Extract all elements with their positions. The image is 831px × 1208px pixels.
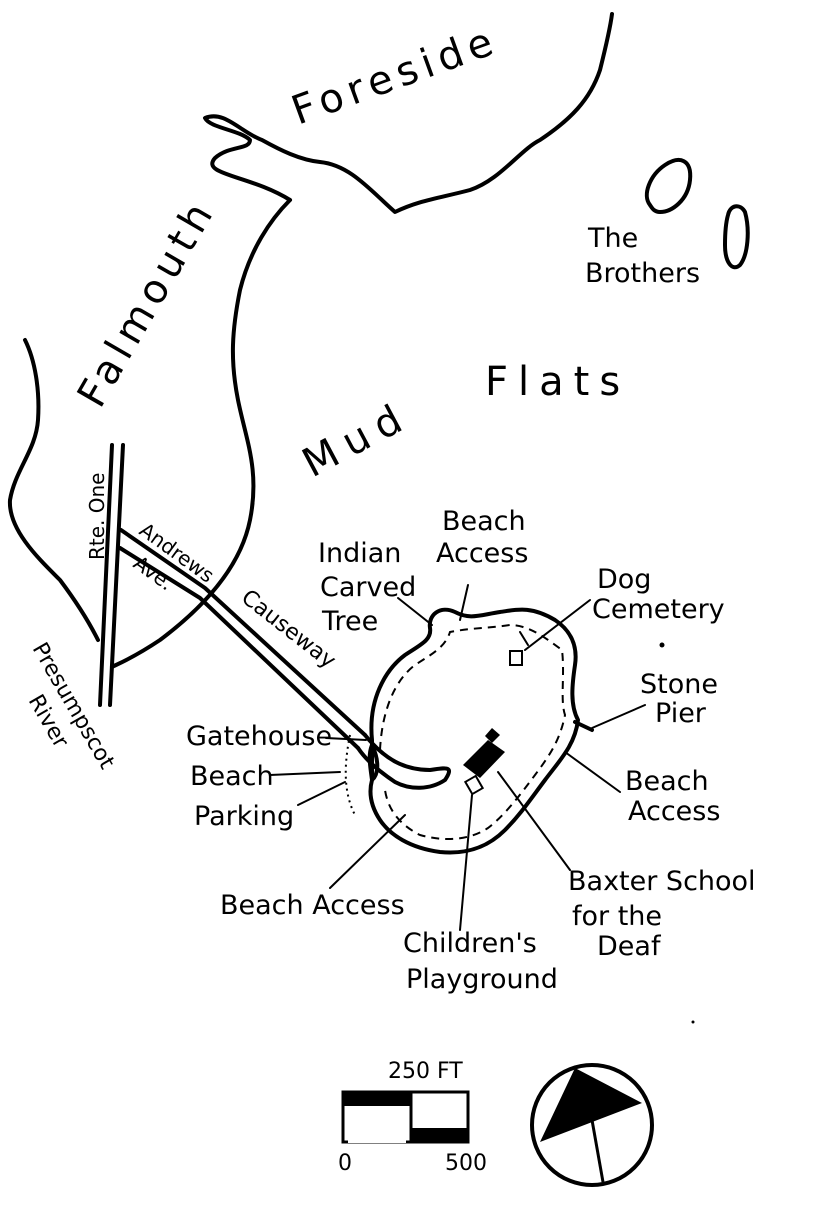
- parking-cove: [367, 743, 380, 782]
- island-trail: [379, 623, 567, 840]
- scale-bar-black-upper: [343, 1092, 411, 1106]
- leader-beach-access-north: [459, 584, 469, 621]
- label-mud: Mud: [295, 392, 418, 487]
- island-shoreline: [368, 607, 580, 855]
- label-flats: Flats: [485, 359, 630, 405]
- label-falmouth: Falmouth: [69, 190, 225, 415]
- label-indian-tree-3: Tree: [321, 606, 378, 637]
- label-dog-cemetery-1: Dog: [597, 564, 651, 595]
- route-one-west-edge: [98, 443, 114, 707]
- dog-cemetery-fence: [519, 631, 529, 646]
- route-one-east-edge: [108, 443, 125, 707]
- label-playground-1: Children's: [403, 928, 537, 959]
- label-stone-pier-2: Pier: [655, 698, 707, 729]
- stone-pier: [573, 720, 594, 732]
- playground-marker: [463, 774, 485, 796]
- label-gatehouse: Gatehouse: [186, 721, 332, 752]
- leader-stone-pier: [591, 704, 646, 729]
- scale-bar: 250 FT 0 500: [338, 1059, 487, 1176]
- label-brothers: Brothers: [585, 258, 700, 289]
- brothers-island-east: [723, 204, 750, 270]
- baxter-school-annex: [485, 728, 500, 743]
- foreside-shoreline: [203, 12, 614, 214]
- falmouth-east-shoreline: [110, 198, 292, 669]
- label-indian-tree-1: Indian: [318, 538, 401, 569]
- label-foreside: Foreside: [286, 17, 505, 134]
- brothers-island-west: [644, 158, 693, 214]
- leader-gatehouse: [325, 737, 367, 741]
- causeway-spit: [356, 733, 451, 790]
- compass-stem: [590, 1119, 605, 1183]
- label-beach-access-north-1: Beach: [442, 506, 526, 537]
- label-baxter-1: Baxter School: [568, 866, 756, 897]
- scale-bar-gap-right: [414, 1094, 464, 1127]
- label-beach-access-south: Beach Access: [220, 890, 405, 921]
- leader-beach-access-east: [564, 751, 621, 793]
- scale-bar-gap: [348, 1107, 406, 1143]
- scale-label-max: 500: [445, 1151, 487, 1176]
- falmouth-west-shoreline: [7, 338, 100, 642]
- compass-arrow-icon: [540, 1068, 642, 1142]
- stray-dot: [691, 1020, 695, 1024]
- leader-playground: [459, 794, 473, 931]
- scale-label-zero: 0: [338, 1151, 352, 1176]
- causeway-south-edge: [118, 546, 360, 750]
- label-indian-tree-2: Carved: [320, 572, 416, 603]
- label-beach-parking-1: Beach: [190, 761, 274, 792]
- label-beach-access-east-2: Access: [628, 796, 720, 827]
- leader-baxter-school: [497, 771, 571, 871]
- label-rte-one: Rte. One: [85, 473, 109, 560]
- beach-dotted-line: [344, 734, 356, 816]
- dog-cemetery-marker: [509, 650, 523, 666]
- label-baxter-2: for the: [572, 901, 662, 932]
- leader-beach: [269, 771, 341, 776]
- scale-label-unit: 250 FT: [388, 1059, 463, 1084]
- compass: [530, 1063, 654, 1187]
- leader-parking: [297, 781, 346, 806]
- leader-dog-cemetery: [524, 599, 591, 651]
- dot-marker: [659, 642, 665, 648]
- compass-circle: [530, 1063, 654, 1187]
- label-dog-cemetery-2: Cemetery: [592, 594, 725, 625]
- causeway-north-edge: [119, 528, 367, 737]
- label-beach-parking-2: Parking: [194, 801, 294, 832]
- leader-indian-tree: [397, 597, 433, 626]
- label-baxter-3: Deaf: [597, 931, 662, 962]
- label-beach-access-north-2: Access: [436, 538, 528, 569]
- scale-bar-black-lower: [411, 1128, 468, 1142]
- label-the: The: [587, 223, 638, 254]
- baxter-school-building: [463, 740, 505, 778]
- label-playground-2: Playground: [406, 964, 558, 995]
- label-stone-pier-1: Stone: [640, 669, 718, 700]
- leader-beach-access-south: [329, 814, 406, 889]
- label-beach-access-east-1: Beach: [625, 766, 709, 797]
